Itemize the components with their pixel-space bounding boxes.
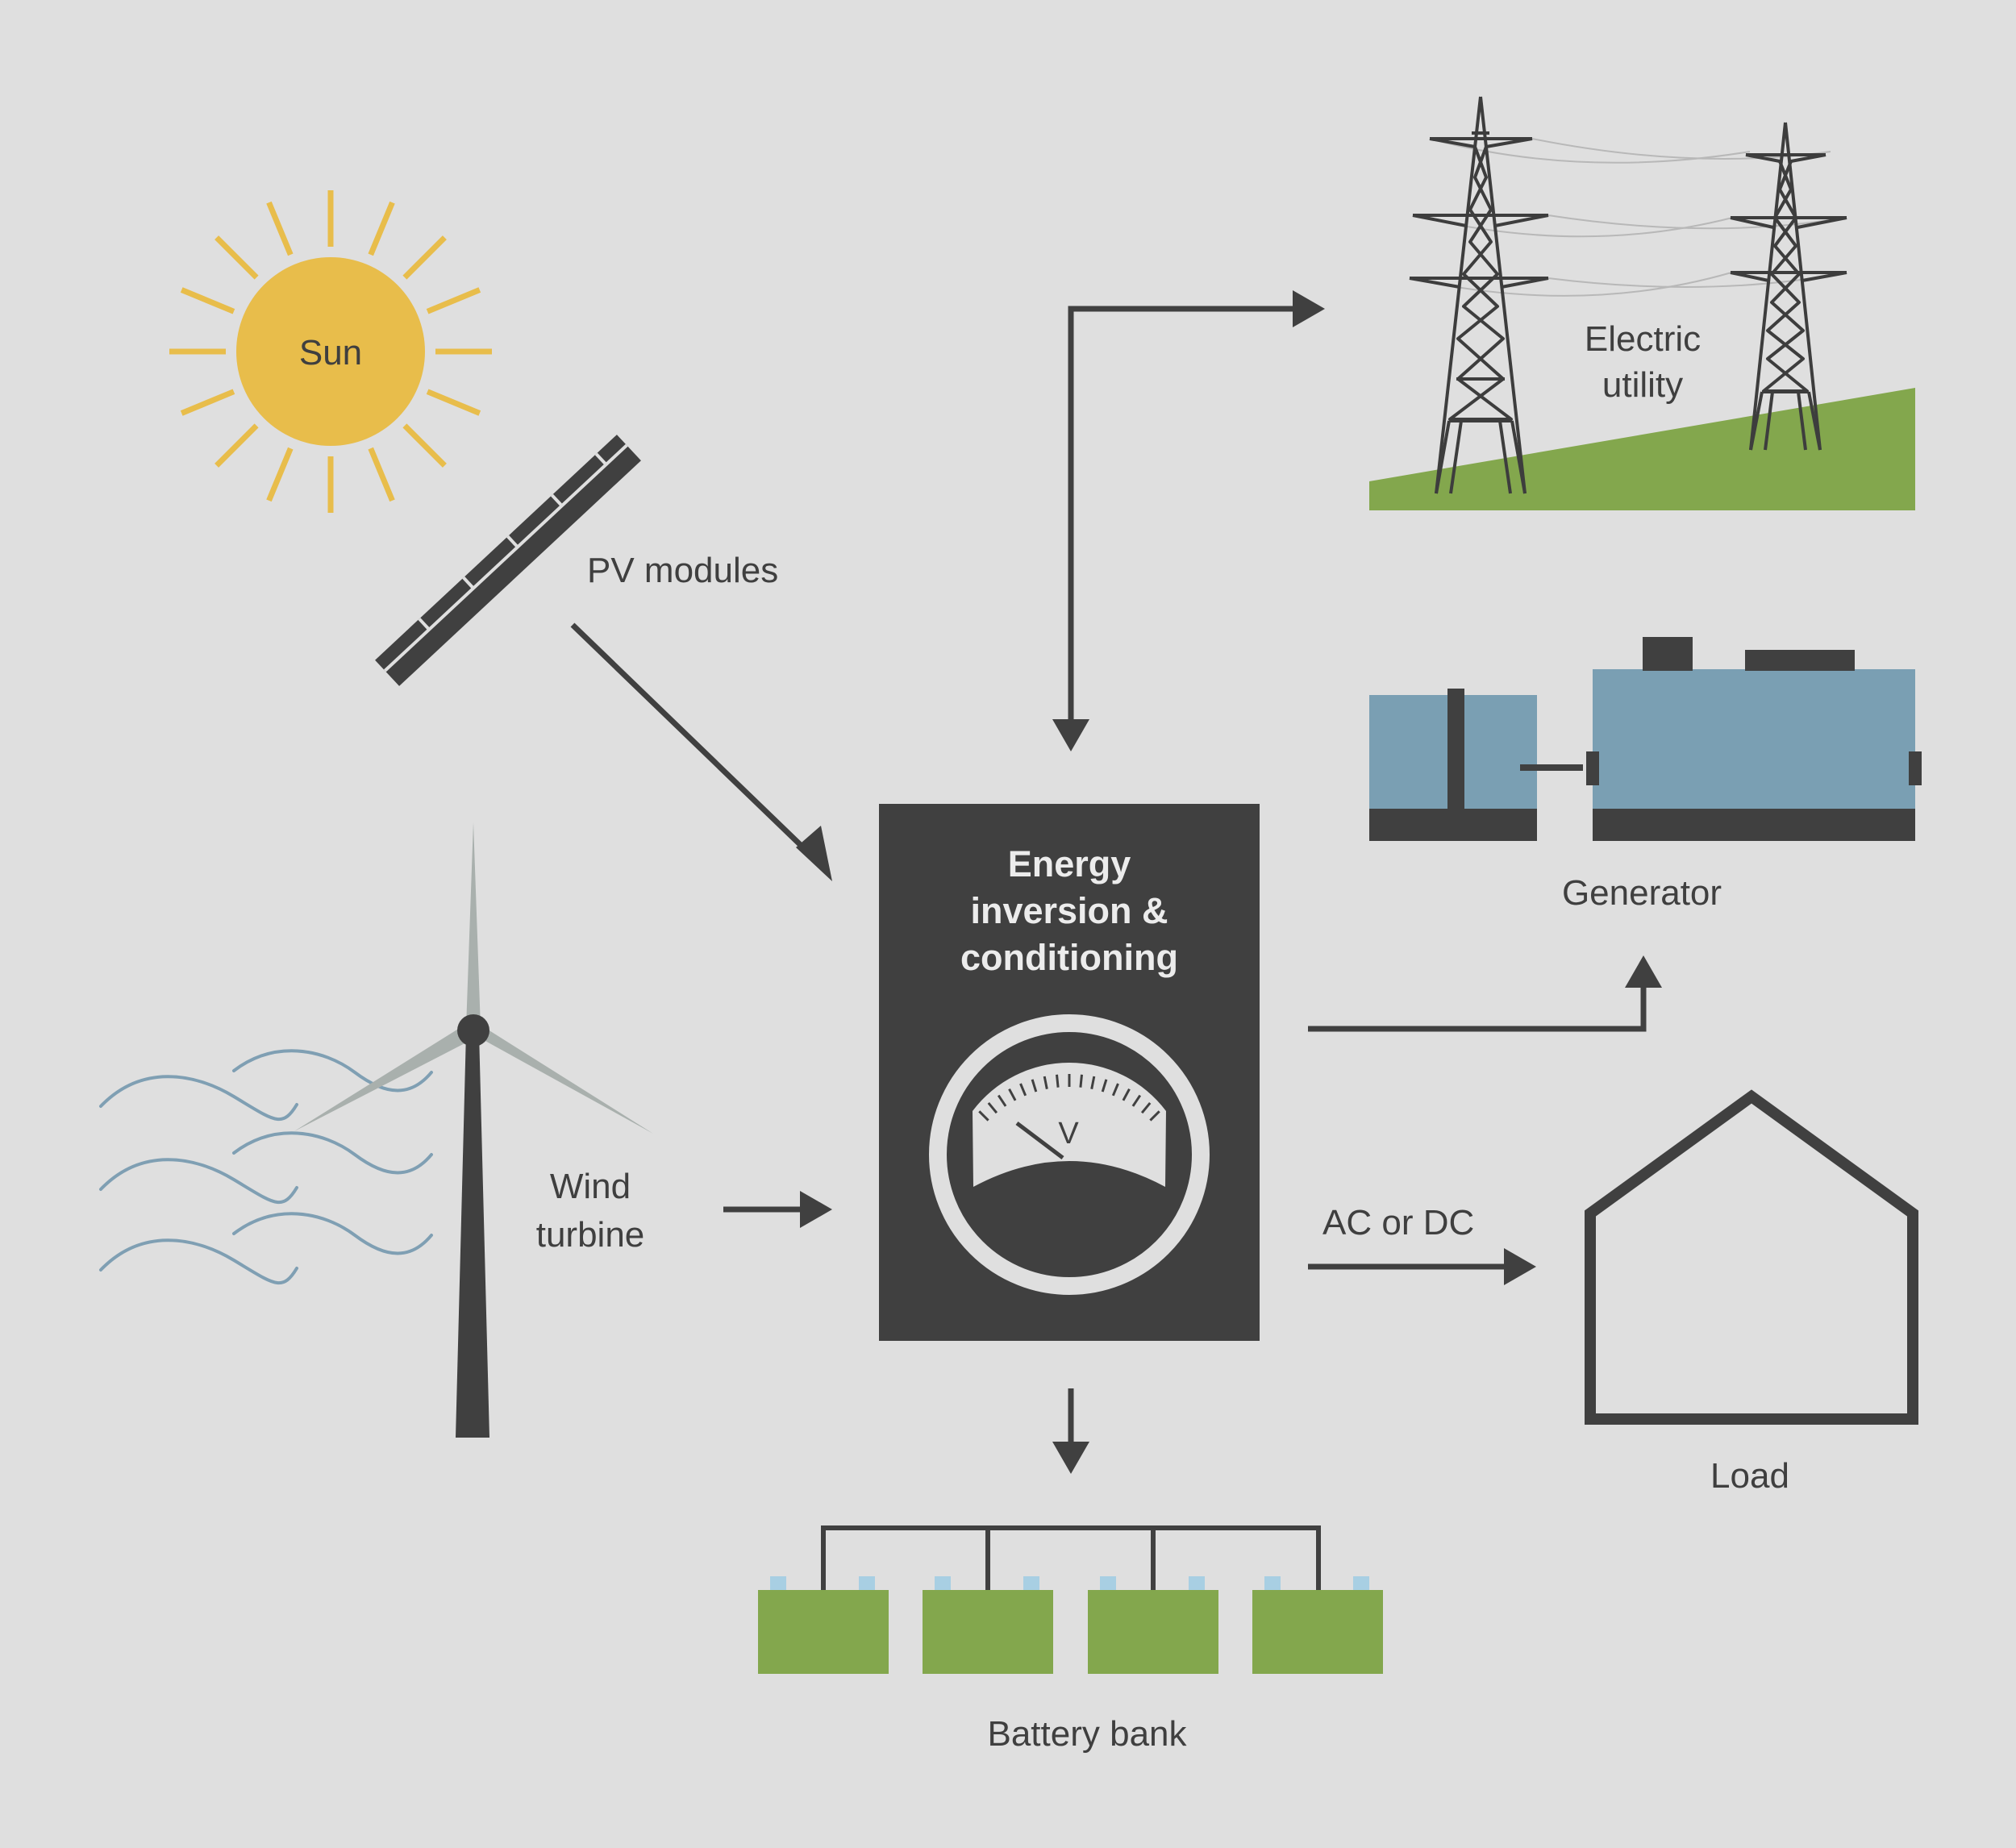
sun-ray — [215, 423, 259, 468]
power-tower-icon — [1730, 122, 1847, 451]
battery-icon — [1252, 1576, 1383, 1674]
sun-ray — [426, 287, 481, 314]
meter-tick — [1019, 1083, 1027, 1097]
meter-tick — [1131, 1094, 1142, 1107]
meter-tick — [1043, 1076, 1048, 1089]
load-label: Load — [1710, 1456, 1789, 1496]
hill-ground — [1369, 388, 1915, 510]
center-title-line1: Energy — [1008, 843, 1131, 884]
meter-tick — [1031, 1079, 1038, 1093]
wind-waves-icon — [99, 1049, 433, 1284]
wind-turbine-label-line1: Wind — [550, 1167, 631, 1206]
battery-icon — [758, 1576, 889, 1674]
center-utility-arrow — [1052, 290, 1325, 751]
sun-ray — [368, 447, 395, 502]
pv-panel-icon — [375, 435, 641, 686]
power-tower-icon — [1409, 96, 1549, 494]
meter-tick — [1008, 1088, 1017, 1101]
sun-label: Sun — [299, 333, 362, 373]
voltmeter-icon — [929, 1014, 1210, 1295]
wind-turbine-icon — [294, 822, 653, 1438]
pv-to-center-arrow — [570, 622, 832, 881]
meter-tick — [1140, 1101, 1152, 1114]
meter-tick — [1101, 1079, 1108, 1093]
sun-ray — [180, 287, 235, 314]
center-title-line2: inversion & — [970, 890, 1168, 931]
ac-or-dc-label: AC or DC — [1322, 1203, 1474, 1242]
generator-label: Generator — [1562, 873, 1722, 913]
meter-unit-label: V — [1058, 1117, 1079, 1151]
pv-modules-label: PV modules — [587, 551, 778, 590]
meter-tick — [1079, 1074, 1083, 1088]
meter-tick — [997, 1094, 1007, 1107]
sun-icon — [169, 190, 492, 513]
meter-tick — [1090, 1076, 1096, 1089]
sun-ray — [215, 235, 259, 280]
battery-icon — [923, 1576, 1053, 1674]
sun-ray — [266, 447, 294, 502]
meter-tick — [1111, 1083, 1119, 1097]
house-icon — [1585, 1089, 1918, 1425]
meter-tick — [978, 1110, 989, 1122]
sun-ray — [180, 389, 235, 416]
meter-tick — [1056, 1074, 1060, 1088]
generator-icon — [1369, 637, 1922, 841]
center-to-load-arrow — [1308, 1248, 1536, 1285]
electric-utility-label-line1: Electric — [1585, 319, 1701, 359]
sun-ray — [266, 201, 294, 256]
battery-bank-label: Battery bank — [987, 1714, 1187, 1754]
center-to-generator-arrow — [1308, 955, 1662, 1032]
sun-ray — [426, 389, 481, 416]
center-to-battery-arrow — [1052, 1388, 1089, 1474]
battery-icon — [1088, 1576, 1218, 1674]
meter-tick — [987, 1101, 998, 1114]
center-title-line3: conditioning — [960, 937, 1178, 978]
meter-tick — [1122, 1088, 1131, 1101]
sun-ray — [402, 423, 447, 468]
wind-turbine-label-line2: turbine — [536, 1215, 645, 1255]
battery-bank-wiring — [821, 1525, 1321, 1591]
meter-tick — [1149, 1110, 1160, 1122]
electric-utility-label-line2: utility — [1602, 365, 1683, 405]
sun-ray — [368, 201, 395, 256]
sun-ray — [402, 235, 447, 280]
wind-to-center-arrow — [723, 1191, 832, 1228]
